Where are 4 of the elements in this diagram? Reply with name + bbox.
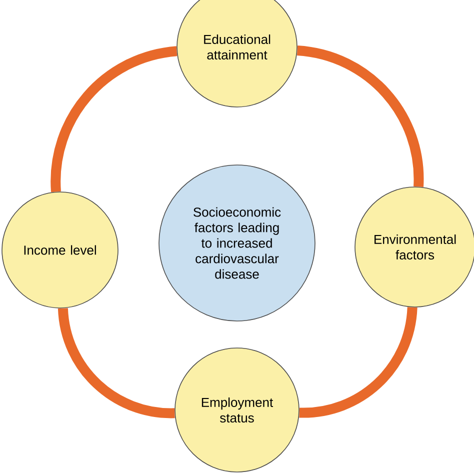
ring-arc: [58, 308, 175, 418]
ring-arc: [296, 46, 424, 187]
ring-arc: [50, 46, 178, 192]
ring-arc: [299, 306, 418, 418]
